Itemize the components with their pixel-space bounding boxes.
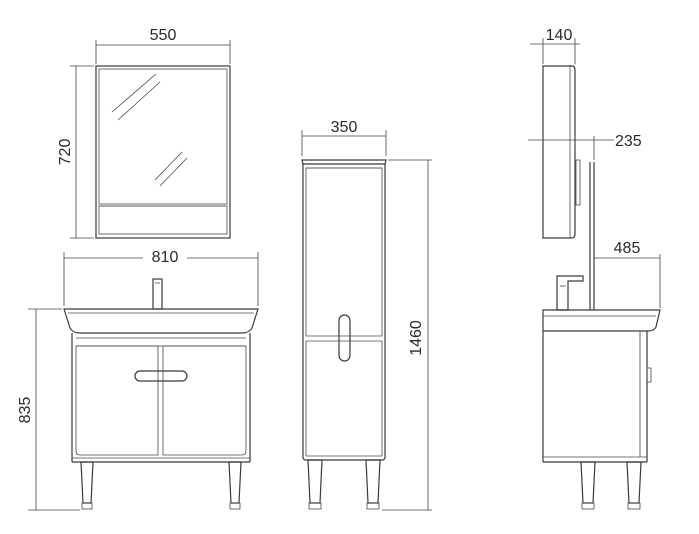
dim-cabinet-height-label: 835	[17, 397, 34, 424]
dimension-cabinet-height: 835	[17, 308, 80, 511]
dim-tall-width-label: 350	[331, 119, 358, 136]
dimension-side-mirror-offset: 235	[528, 133, 642, 160]
dimension-mirror-width: 550	[95, 27, 231, 64]
dim-side-mirror-offset-label: 235	[615, 133, 642, 150]
dim-mirror-width-label: 550	[150, 27, 177, 44]
dim-side-basin-depth-label: 485	[614, 240, 641, 257]
dimension-basin-width: 810	[63, 246, 259, 306]
dim-side-mirror-depth-label: 140	[546, 27, 573, 44]
dimension-mirror-height: 720	[57, 65, 94, 239]
dimension-side-mirror-depth: 140	[530, 27, 580, 64]
tall-cabinet-front	[301, 159, 387, 510]
dimension-tall-height: 1460	[382, 159, 432, 511]
dim-tall-height-label: 1460	[408, 320, 425, 356]
dimension-side-basin-depth: 485	[594, 240, 661, 308]
dim-basin-width-label: 810	[152, 249, 179, 266]
mirror-cabinet-front	[95, 65, 231, 239]
basin-cabinet-front	[63, 278, 259, 510]
dim-mirror-height-label: 720	[57, 139, 74, 166]
side-view	[542, 65, 661, 510]
dimension-tall-width: 350	[301, 119, 387, 156]
